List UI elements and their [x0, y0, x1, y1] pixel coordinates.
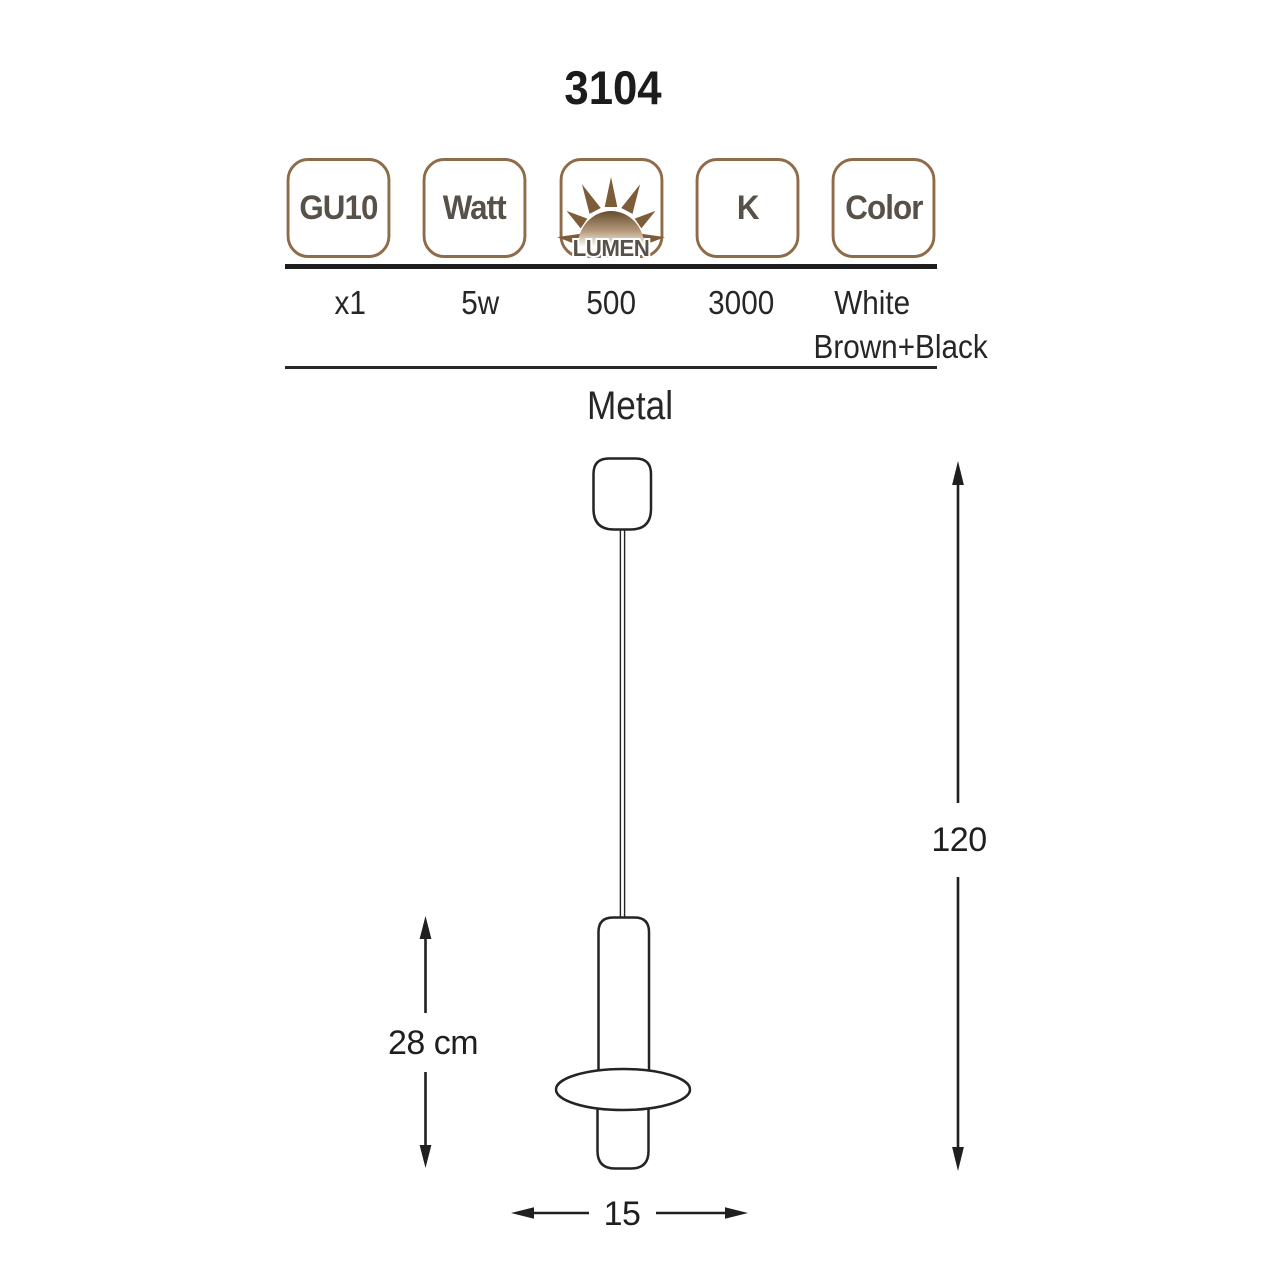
value-color-line1: White: [833, 284, 910, 321]
lamp-body-upper: [597, 916, 651, 1091]
arrowhead-up-icon: [419, 916, 432, 939]
spec-icons-row: GU10 Watt: [285, 158, 937, 263]
dimension-drawing: 28 cm 120 15: [388, 457, 987, 1233]
badge-socket-gu10: GU10: [286, 158, 391, 258]
arrowhead-down-icon: [419, 1145, 432, 1168]
badge-lumen: LUMEN: [556, 158, 665, 263]
dim-total-height: [952, 461, 964, 1171]
value-kelvin: 3000: [708, 284, 775, 321]
diffuser-disc: [554, 1067, 692, 1112]
arrowhead-up-icon: [952, 461, 964, 485]
dim-total-height-label: 120: [931, 821, 986, 859]
dim-diameter: [511, 1207, 748, 1219]
dim-body-height-label: 28 cm: [388, 1024, 478, 1062]
value-socket: x1: [334, 284, 366, 321]
ceiling-canopy: [592, 457, 653, 531]
arrowhead-left-icon: [511, 1207, 534, 1219]
badge-kelvin-label: K: [736, 188, 759, 227]
value-color: White Brown+Black: [813, 284, 988, 366]
badge-wattage-label: Watt: [443, 188, 507, 227]
value-color-line2: Brown+Black: [813, 328, 988, 365]
product-code: 3104: [564, 61, 662, 114]
lumen-sun-icon: LUMEN: [556, 177, 665, 263]
value-lumen: 500: [586, 284, 636, 321]
badge-lumen-label: LUMEN: [572, 235, 649, 261]
arrowhead-right-icon: [725, 1207, 748, 1219]
badge-wattage: Watt: [422, 158, 527, 258]
spec-values-row: x1 5w 500 3000 White Brown+Black: [285, 284, 988, 366]
dim-body-height: [419, 916, 432, 1168]
sun-rays: [556, 177, 665, 246]
badge-color: Color: [831, 158, 936, 258]
badge-color-label: Color: [844, 188, 923, 227]
divider-bottom: [285, 366, 937, 369]
sun-dome: [577, 211, 644, 247]
badge-kelvin: K: [695, 158, 800, 258]
suspension-cord: [619, 528, 626, 919]
dim-diameter-label: 15: [604, 1195, 641, 1233]
badge-socket-label: GU10: [299, 188, 378, 227]
material-label: Metal: [586, 384, 674, 428]
divider-top: [285, 264, 937, 269]
arrowhead-down-icon: [952, 1147, 964, 1171]
value-wattage: 5w: [461, 284, 500, 321]
